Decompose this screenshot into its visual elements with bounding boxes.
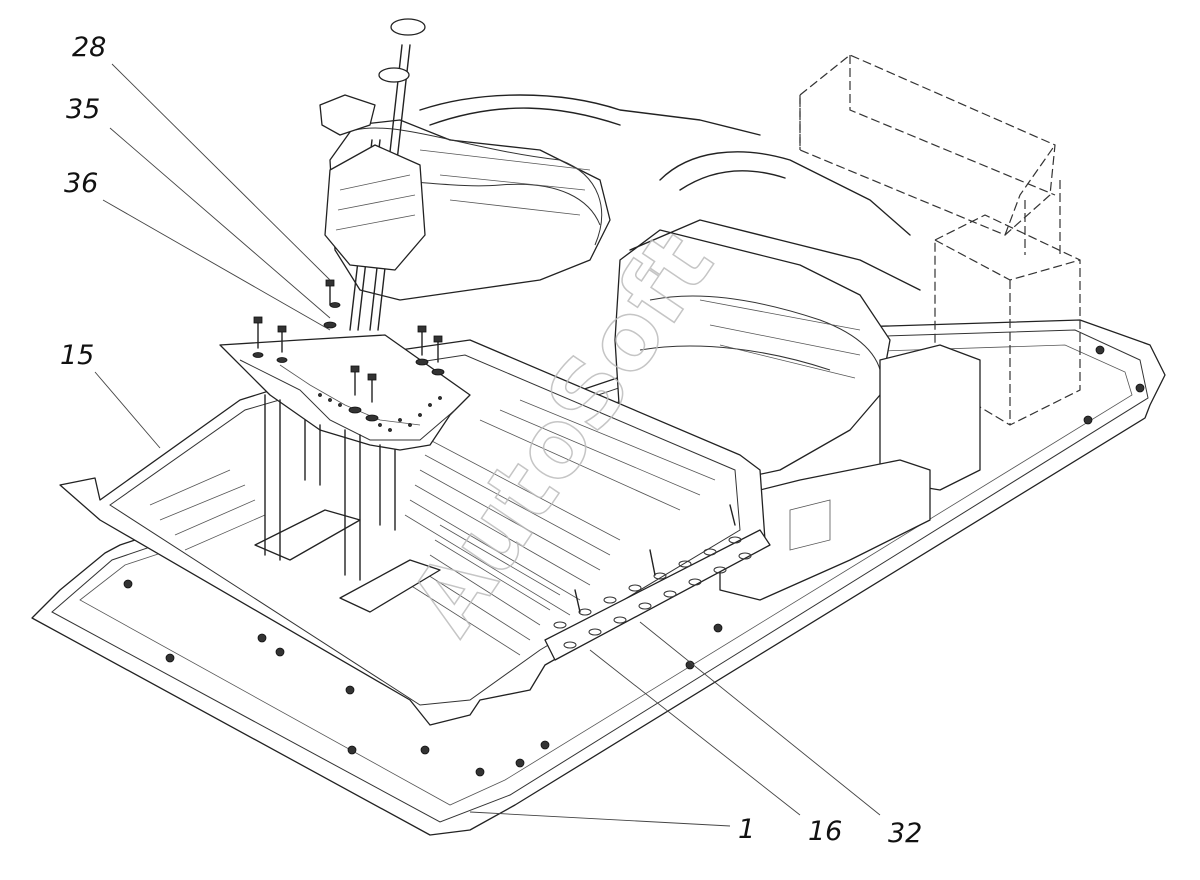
leader-lines [94,63,881,827]
battery-boxes [799,54,1081,426]
callout-36: 36 [64,168,98,199]
plate-holes [123,345,1145,777]
seat-front [614,151,981,601]
callout-28: 28 [72,32,106,63]
strip-holes [553,536,752,649]
perforation [318,393,442,432]
floor-pan [59,339,771,726]
callout-15: 15 [60,340,94,371]
callout-32: 32 [888,818,922,849]
floor-ribs [149,399,716,656]
bolts [252,279,445,422]
callout-35: 35 [66,94,100,125]
callout-labels: 28 35 36 15 1 16 32 [60,32,922,849]
callout-16: 16 [808,816,842,847]
callout-1: 1 [738,814,755,845]
gearshift-bracket [219,18,471,581]
